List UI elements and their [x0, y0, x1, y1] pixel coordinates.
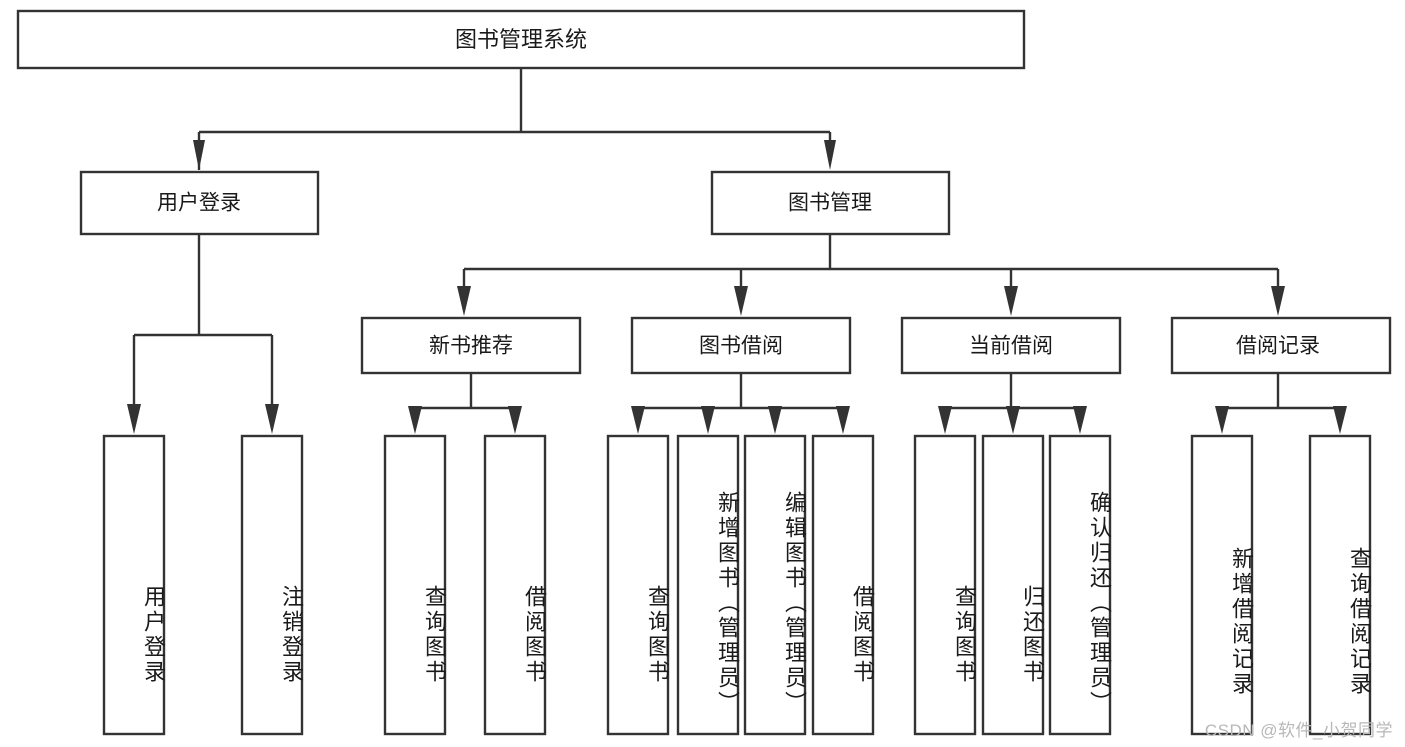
node-new-book-rec-label: 新书推荐 [429, 335, 513, 358]
node-current-borrow[interactable]: 当前借阅 [900, 316, 1122, 375]
leaf-box-query-book-rec[interactable] [383, 434, 447, 736]
node-borrow-record[interactable]: 借阅记录 [1170, 316, 1392, 375]
node-current-borrow-label: 当前借阅 [969, 335, 1053, 358]
node-user-login[interactable]: 用户登录 [79, 170, 320, 236]
leaf-box-user-login[interactable] [102, 434, 166, 736]
leaf-box-query-book-current[interactable] [913, 434, 977, 736]
node-user-login-label: 用户登录 [157, 192, 241, 215]
leaf-box-logout[interactable] [240, 434, 304, 736]
arrow-head-borrow-record [1271, 286, 1285, 316]
node-book-borrow-label: 图书借阅 [699, 335, 783, 358]
connector-borrow-record-bus [1222, 373, 1340, 410]
node-root[interactable]: 图书管理系统 [16, 9, 1026, 70]
node-book-manage-label: 图书管理 [788, 192, 872, 215]
node-book-borrow[interactable]: 图书借阅 [630, 316, 852, 375]
node-root-label: 图书管理系统 [455, 27, 587, 52]
leaf-box-borrow-book[interactable] [811, 434, 875, 736]
arrow-head-leaf-add-book [701, 406, 715, 434]
node-new-book-rec-box[interactable] [360, 316, 582, 375]
arrow-head-leaf-query-book-current [938, 406, 952, 434]
arrow-head-leaf-borrow-book [836, 406, 850, 434]
leaf-box-add-record[interactable] [1190, 434, 1254, 736]
connector-book-manage-bus [462, 234, 1280, 288]
node-book-borrow-box[interactable] [630, 316, 852, 375]
arrow-head-leaf-add-record [1215, 406, 1229, 434]
arrow-head-leaf-return-book [1006, 406, 1020, 434]
leaf-box-layer [102, 434, 1372, 736]
node-book-manage-box[interactable] [710, 170, 951, 236]
connector-new-book-rec-bus [413, 373, 517, 410]
node-new-book-rec[interactable]: 新书推荐 [360, 316, 582, 375]
leaf-box-query-record[interactable] [1308, 434, 1372, 736]
arrow-head-leaf-logout [265, 404, 279, 434]
arrow-head-leaf-query-book-borrow [631, 406, 645, 434]
connector-user-login-bus [132, 234, 274, 405]
arrow-head-leaf-edit-book [768, 406, 782, 434]
arrow-head-current-borrow [1004, 286, 1018, 316]
arrow-head-leaf-query-record [1333, 406, 1347, 434]
arrow-head-leaf-confirm-return [1073, 406, 1087, 434]
leaf-box-confirm-return[interactable] [1048, 434, 1112, 736]
node-borrow-record-label: 借阅记录 [1236, 335, 1320, 358]
arrow-head-book-borrow [734, 286, 748, 316]
arrow-head-leaf-borrow-book-rec [508, 406, 522, 434]
connector-root-bus [197, 68, 832, 152]
arrow-head-book-manage [824, 140, 836, 170]
node-book-manage[interactable]: 图书管理 [710, 170, 951, 236]
node-root-box[interactable] [16, 9, 1026, 70]
connector-current-borrow-bus [945, 373, 1080, 410]
arrow-head-leaf-query-book-rec [408, 406, 422, 434]
arrow-head-leaf-user-login [127, 404, 141, 434]
watermark-text: CSDN @软件_小贺同学 [1204, 721, 1393, 740]
arrow-head-user-login [193, 140, 205, 170]
leaf-box-add-book[interactable] [676, 434, 740, 736]
connector-layer [127, 68, 1347, 434]
arrow-head-new-book-rec [457, 286, 471, 316]
node-borrow-record-box[interactable] [1170, 316, 1392, 375]
leaf-box-edit-book[interactable] [743, 434, 807, 736]
connector-book-borrow-bus [638, 373, 843, 410]
node-user-login-box[interactable] [79, 170, 320, 236]
node-current-borrow-box[interactable] [900, 316, 1122, 375]
leaf-box-return-book[interactable] [981, 434, 1045, 736]
leaf-box-borrow-book-rec[interactable] [483, 434, 547, 736]
leaf-box-query-book-borrow[interactable] [606, 434, 670, 736]
